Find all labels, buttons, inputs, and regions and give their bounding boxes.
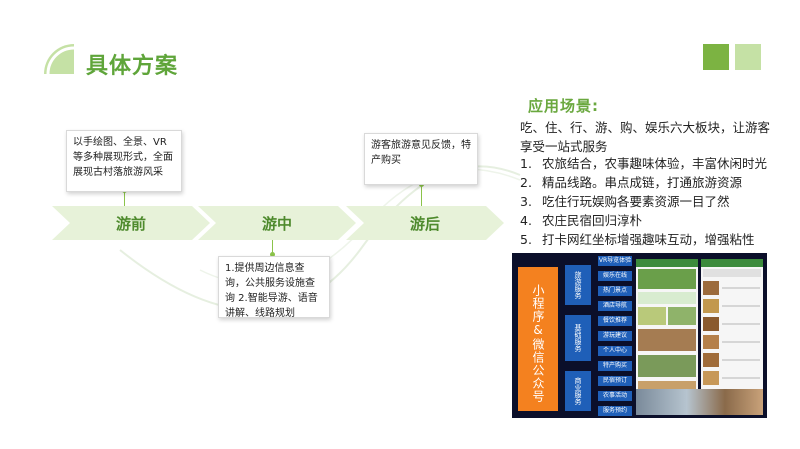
phone-tab-row: [703, 269, 761, 277]
photo-strip: [636, 389, 763, 415]
menu-booking: 服务预约: [598, 406, 632, 416]
scenario-item: 5. 打卡网红坐标增强趣味互动，增强粘性: [520, 230, 767, 249]
connector-after: [421, 185, 422, 206]
scenario-item: 2. 精品线路。串点成链，打通旅游资源: [520, 173, 767, 192]
phone-card-image: [638, 329, 696, 351]
menu-specialties: 特产购买: [598, 361, 632, 371]
scenario-item: 4. 农庄民宿回归淳朴: [520, 211, 767, 230]
scenario-text: 农旅结合，农事趣味体验，丰富休闲时光: [542, 156, 768, 171]
scenario-num: 3.: [520, 194, 532, 209]
menu-hotel-nav: 酒店导航: [598, 301, 632, 311]
phone-list-thumb: [703, 335, 719, 349]
connector-dot-during: [270, 252, 275, 257]
scenario-text: 农庄民宿回归淳朴: [542, 213, 643, 228]
phone-list-text: [722, 283, 760, 383]
scenarios-title: 应用场景:: [528, 97, 599, 115]
scenarios-list: 1.农旅结合，农事趣味体验，丰富休闲时光 2.精品线路。串点成链，打通旅游资源 …: [520, 154, 767, 249]
phone-list-thumb: [703, 281, 719, 295]
phase-before-label: 游前: [115, 215, 146, 233]
phase-before: 游前: [52, 206, 210, 240]
phone-card-image: [638, 307, 666, 325]
phone-header: [701, 259, 763, 267]
mini-program-label: 小程序&微信公众号: [518, 267, 558, 411]
menu-hot-spots: 热门景点: [598, 286, 632, 296]
scenario-item: 3. 吃住行玩娱购各要素资源一目了然: [520, 192, 767, 211]
phone-list-thumb: [703, 371, 719, 385]
menu-entertainment: 娱乐在线: [598, 271, 632, 281]
category-tourism: 旅游服务: [565, 265, 591, 305]
scenario-num: 4.: [520, 213, 532, 228]
square-light: [735, 44, 761, 70]
category-basic: 基础服务: [565, 315, 591, 361]
phase-after: 游后: [346, 206, 504, 240]
phase-during: 游中: [198, 206, 356, 240]
menu-dining: 餐饮推荐: [598, 316, 632, 326]
phone-card-image: [668, 307, 696, 325]
phone-list-thumb: [703, 299, 719, 313]
scenario-item: 1. 农旅结合，农事趣味体验，丰富休闲时光: [520, 154, 767, 173]
phase-during-label: 游中: [261, 215, 292, 233]
phone-banner-image: [638, 269, 696, 289]
phone-icon-row: [638, 292, 696, 304]
menu-vr-tour: VR导览体验: [598, 256, 632, 266]
menu-homestay: 民宿预订: [598, 376, 632, 386]
phone-list-thumb: [703, 317, 719, 331]
scenario-text: 吃住行玩娱购各要素资源一目了然: [542, 194, 730, 209]
phone-list-thumb: [703, 353, 719, 367]
connector-before: [124, 192, 125, 206]
callout-during: 1.提供周边信息查询，公共服务设施查询 2.智能导游、语音讲解、线路规划: [218, 256, 330, 319]
callout-before: 以手绘图、全景、VR等多种展现形式，全面展现古村落旅游风采: [66, 130, 182, 192]
scenario-num: 1.: [520, 156, 532, 171]
menu-personal-center: 个人中心: [598, 346, 632, 356]
corner-leaf-icon: [44, 44, 75, 75]
scenarios-intro: 吃、住、行、游、购、娱乐六大板块，让游客享受一站式服务: [520, 120, 771, 154]
phone-screen-list: [701, 259, 763, 413]
page-title: 具体方案: [86, 54, 179, 79]
menu-tour-tips: 游玩建议: [598, 331, 632, 341]
decorative-squares: [703, 44, 763, 70]
callout-after: 游客旅游意见反馈，特产购买: [364, 133, 478, 185]
scenario-num: 2.: [520, 175, 532, 190]
scenario-text: 精品线路。串点成链，打通旅游资源: [542, 175, 743, 190]
phase-after-label: 游后: [409, 215, 440, 233]
app-screenshot: 小程序&微信公众号 旅游服务 基础服务 商业服务 VR导览体验 娱乐在线 热门景…: [512, 253, 767, 418]
phone-header: [636, 259, 698, 267]
scenario-text: 打卡网红坐标增强趣味互动，增强粘性: [542, 232, 755, 247]
square-dark: [703, 44, 729, 70]
scenario-num: 5.: [520, 232, 532, 247]
menu-farming: 农事活动: [598, 391, 632, 401]
connector-during: [272, 240, 273, 256]
phone-card-image: [638, 355, 696, 377]
category-business: 商业服务: [565, 371, 591, 411]
